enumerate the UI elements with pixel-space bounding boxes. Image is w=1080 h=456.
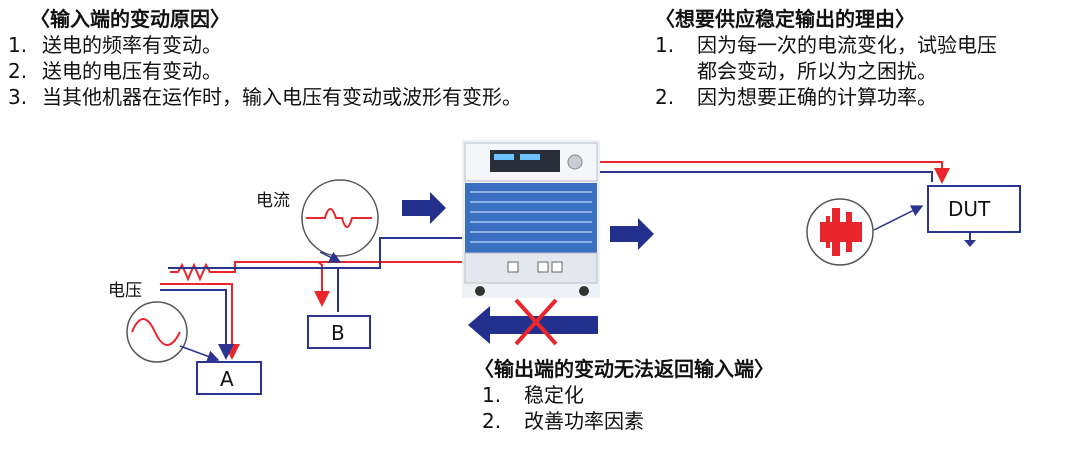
voltage-waveform-callout: 电压 xyxy=(108,281,220,363)
list-item: 2. 因为想要正确的计算功率。 xyxy=(655,85,937,109)
output-flow-arrow xyxy=(610,218,654,250)
input-causes-title: 〈输入端的变动原因〉 xyxy=(30,7,230,31)
power-supply-unit-image xyxy=(462,140,600,298)
output-red-line xyxy=(600,161,950,184)
output-blue-line xyxy=(600,171,933,182)
list-item-continuation: 都会变动，所以为之困扰。 xyxy=(697,59,937,83)
input-blue-line xyxy=(160,237,462,360)
current-label: 电流 xyxy=(256,191,290,211)
reasons-title: 〈想要供应稳定输出的理由〉 xyxy=(655,7,915,31)
blocked-cross-mark xyxy=(514,298,558,346)
current-waveform-callout: 电流 xyxy=(256,179,379,263)
list-item: 1. 因为每一次的电流变化，试验电压 xyxy=(655,33,997,57)
dut-box: DUT xyxy=(927,185,1021,247)
stable-output-reasons: 〈想要供应稳定输出的理由〉 1. 因为每一次的电流变化，试验电压 都会变动，所以… xyxy=(655,6,997,110)
input-flow-arrow xyxy=(402,192,446,224)
list-item: 1. 稳定化 xyxy=(482,383,584,407)
dut-label: DUT xyxy=(948,197,991,221)
box-a-label: A xyxy=(220,367,234,391)
input-variation-causes: 〈输入端的变动原因〉 1. 送电的频率有变动。 2. 送电的电压有变动。 3. … xyxy=(8,6,522,110)
box-a: A xyxy=(196,361,262,395)
output-isolation-notes: 〈输出端的变动无法返回输入端〉 1. 稳定化 2. 改善功率因素 xyxy=(474,356,774,434)
load-current-callout xyxy=(806,198,924,266)
list-item: 1. 送电的频率有变动。 xyxy=(8,33,222,57)
output-isolation-title: 〈输出端的变动无法返回输入端〉 xyxy=(474,357,774,381)
box-b-label: B xyxy=(331,321,345,345)
box-b: B xyxy=(307,315,371,349)
list-item: 2. 改善功率因素 xyxy=(482,409,644,433)
voltage-label: 电压 xyxy=(108,281,142,301)
list-item: 3. 当其他机器在运作时，输入电压有变动或波形有变形。 xyxy=(8,85,522,109)
list-item: 2. 送电的电压有变动。 xyxy=(8,59,222,83)
